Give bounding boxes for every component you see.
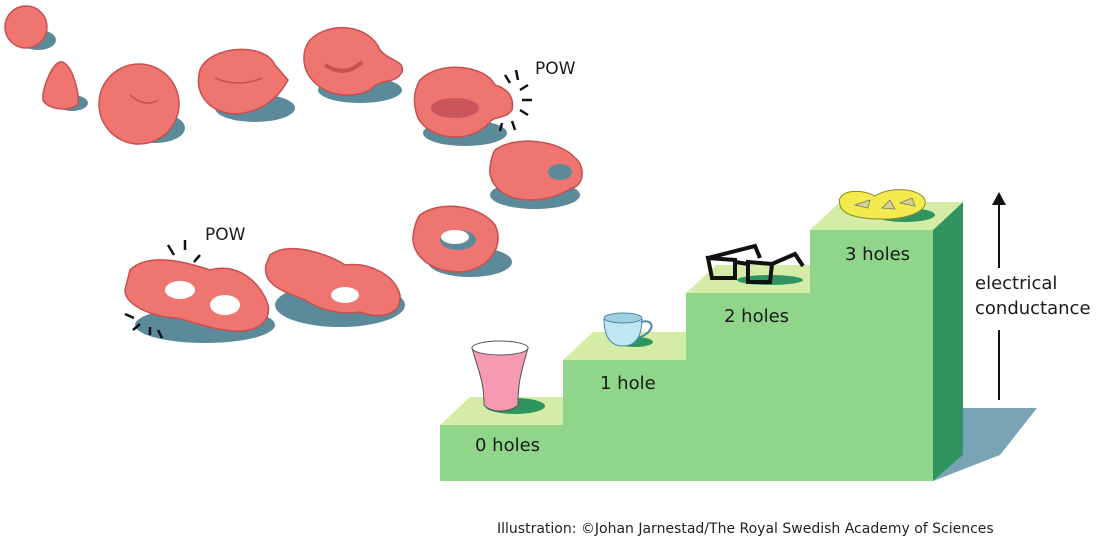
- pretzel-icon: [838, 189, 935, 222]
- blob-double-torus-pow: POW: [124, 225, 275, 343]
- staircase-side: [933, 202, 963, 481]
- pow-label-top: POW: [535, 59, 576, 79]
- blob-mug-pow: POW: [413, 59, 576, 146]
- blob-dented: [197, 48, 295, 122]
- glasses-icon: [705, 243, 805, 285]
- blob-torus: [412, 205, 512, 277]
- step-label-0: 0 holes: [475, 435, 540, 456]
- blob-mug: [489, 140, 583, 209]
- cup-without-handle-icon: [471, 340, 545, 414]
- staircase: 0 holes 1 hole 2 holes 3 holes: [440, 189, 1037, 481]
- pow-burst-lines-2: [124, 240, 201, 339]
- staircase-front: [440, 230, 933, 481]
- morphing-blob-sequence: POW PO: [4, 5, 583, 343]
- pow-label-bottom: POW: [205, 225, 246, 245]
- blob-double-torus-forming: [264, 247, 405, 327]
- arrow-up-icon: [992, 192, 1006, 205]
- pow-burst-lines-1: [498, 69, 532, 132]
- teacup-icon: [603, 312, 653, 347]
- floor-shadow: [933, 408, 1037, 481]
- blob-handle-forming: [303, 26, 404, 103]
- blob-sphere-small: [4, 5, 56, 50]
- step-label-1: 1 hole: [600, 373, 656, 394]
- axis-label-line2: conductance: [975, 298, 1091, 319]
- step-label-3: 3 holes: [845, 244, 910, 265]
- step-label-2: 2 holes: [724, 306, 789, 327]
- blob-sphere: [98, 63, 185, 145]
- conductance-axis: electrical conductance: [975, 192, 1091, 400]
- axis-label-line1: electrical: [975, 273, 1057, 294]
- illustration-credit: Illustration: ©Johan Jarnestad/The Royal…: [497, 521, 994, 537]
- blob-drop: [42, 61, 88, 111]
